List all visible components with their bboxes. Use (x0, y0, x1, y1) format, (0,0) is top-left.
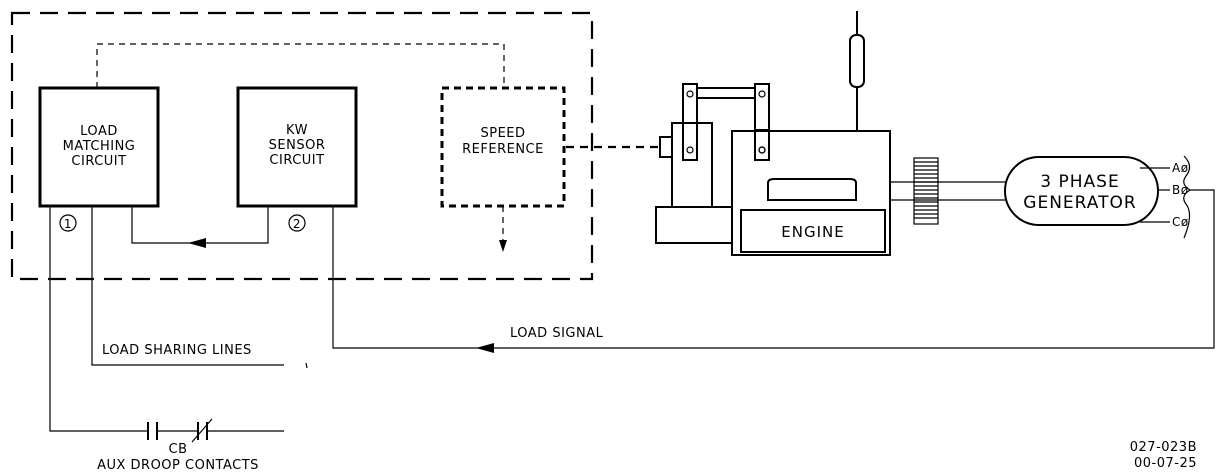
marker-2-label: 2 (293, 217, 301, 231)
load-matching-circuit-box (38, 86, 160, 208)
cb-label: CB (169, 442, 188, 457)
engine-lever-pivot-top (758, 90, 766, 98)
actuator-arm-pivot-bottom (686, 146, 694, 154)
engine-label: ENGINE (781, 223, 844, 241)
actuator-arm-pivot-top (686, 90, 694, 98)
linkage-bar (696, 87, 756, 99)
exhaust-stack (849, 34, 865, 88)
phase-c-label: Cø (1172, 215, 1189, 229)
kw-sensor-label-3: CIRCUIT (269, 153, 324, 168)
coupling-flywheel (913, 157, 939, 225)
load-sharing-lines-label: LOAD SHARING LINES (102, 343, 252, 358)
aux-droop-line (49, 206, 148, 432)
marker-1-circle (59, 214, 77, 232)
phase-b-label: Bø (1172, 183, 1189, 197)
marker-1-label: 1 (64, 217, 72, 231)
drawing-number: 027-023B (1130, 440, 1197, 455)
aux-droop-contacts-label: AUX DROOP CONTACTS (97, 458, 259, 473)
actuator-base (655, 206, 733, 244)
generator-body (1004, 156, 1159, 226)
actuator-nub (659, 136, 673, 158)
speed-reference-label-2: REFERENCE (462, 142, 544, 157)
engine-lever (754, 83, 770, 161)
load-matching-label-1: LOAD (80, 124, 118, 139)
kw-sensor-label-2: SENSOR (269, 138, 326, 153)
kw-sensor-circuit-box (236, 86, 358, 208)
load-signal-label: LOAD SIGNAL (510, 326, 604, 341)
load-signal-line (332, 189, 1215, 349)
engine-lever-overlay (754, 129, 770, 161)
generator-label-2: GENERATOR (1023, 193, 1136, 213)
generator-label-1: 3 PHASE (1040, 172, 1119, 192)
drawing-date: 00-07-25 (1134, 456, 1197, 471)
load-sharing-tick (305, 362, 308, 369)
marker-2-circle (288, 214, 306, 232)
speed-reference-output-arrowhead (499, 240, 507, 252)
kw-to-load-matching-line (131, 206, 269, 244)
load-matching-label-3: CIRCUIT (71, 154, 126, 169)
reference-link-dashed (96, 43, 505, 88)
droop-contact-slash (191, 418, 213, 443)
control-enclosure (10, 11, 594, 281)
load-sharing-line (91, 206, 284, 366)
actuator-body (671, 122, 713, 208)
engine-label-panel (740, 209, 886, 253)
phase-a-label: Aø (1172, 161, 1189, 175)
load-signal-arrowhead (476, 343, 494, 353)
kw-sensor-label-1: KW (286, 123, 308, 138)
kw-to-load-matching-arrowhead (188, 238, 206, 248)
actuator-arm (682, 83, 698, 161)
engine-cover (767, 178, 857, 201)
load-matching-label-2: MATCHING (63, 139, 136, 154)
phase-brace (1183, 155, 1192, 239)
engine-lever-pivot-overlay (758, 146, 766, 154)
engine-block (731, 130, 891, 256)
speed-reference-label-1: SPEED (480, 126, 525, 141)
